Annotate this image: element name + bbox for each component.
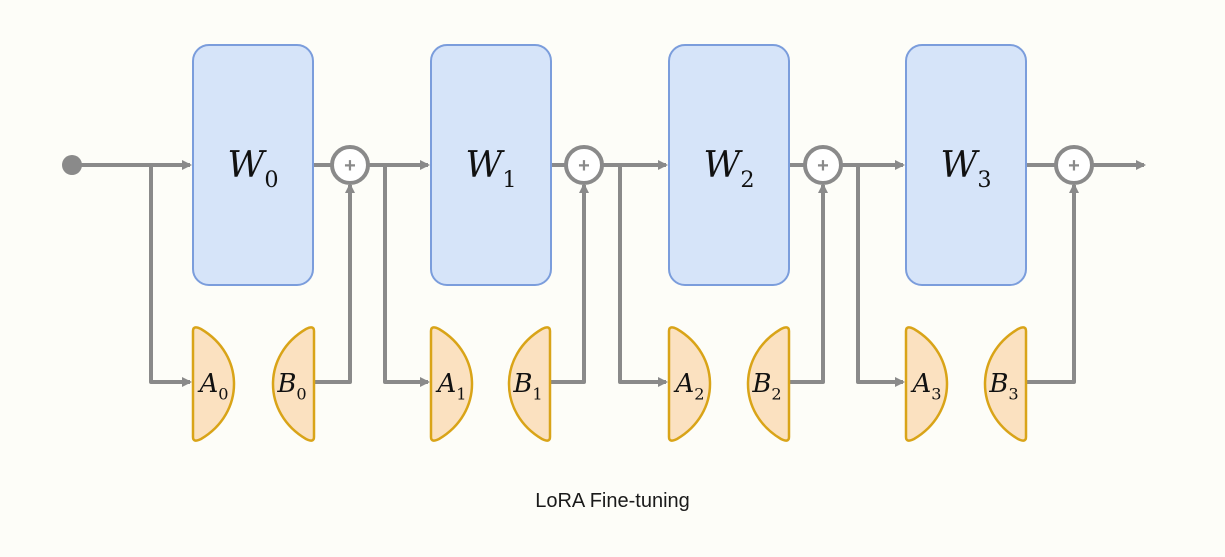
weight-block <box>430 44 552 286</box>
adapter-a <box>904 326 949 442</box>
diagram-caption: LoRA Fine-tuning <box>535 490 690 512</box>
branch-to-adapter-a <box>856 165 905 387</box>
adapter-b-to-sum <box>314 183 355 384</box>
adapter-a-label: A3 <box>910 369 941 403</box>
weight-label: W2 <box>703 145 754 193</box>
adapter-b <box>983 326 1028 442</box>
weight-label: W3 <box>940 145 991 193</box>
branch-to-adapter-a <box>618 165 668 387</box>
adapter-b-label: B3 <box>988 369 1018 403</box>
connection-lines <box>72 160 1146 387</box>
adapter-a <box>429 326 474 442</box>
sum-symbol: + <box>1068 155 1080 177</box>
weight-block <box>668 44 790 286</box>
adapter-b-label: B0 <box>276 369 306 403</box>
adapter-b <box>271 326 316 442</box>
sum-node <box>1054 145 1094 185</box>
sum-node <box>330 145 370 185</box>
adapter-a-label: A2 <box>673 369 704 403</box>
sum-symbol: + <box>817 155 829 177</box>
weight-label: W1 <box>465 145 516 193</box>
input-node <box>62 155 82 175</box>
weight-label: W0 <box>227 145 278 193</box>
adapter-b-to-sum <box>1026 183 1079 384</box>
adapter-b <box>507 326 552 442</box>
adapter-a <box>191 326 236 442</box>
branch-to-adapter-a <box>149 165 192 387</box>
sum-node <box>564 145 604 185</box>
sum-symbol: + <box>578 155 590 177</box>
adapter-b-to-sum <box>550 183 589 384</box>
sum-node <box>803 145 843 185</box>
adapter-b-label: B2 <box>751 369 781 403</box>
adapter-a-label: A1 <box>435 369 466 403</box>
branch-to-adapter-a <box>383 165 430 387</box>
adapter-a <box>667 326 712 442</box>
adapter-a-label: A0 <box>197 369 228 403</box>
diagram-labels: W0 + A0 B0 W1 + A1 B1 W2 + A2 B2 W3 + A3 B3 <box>197 145 1079 403</box>
adapter-b <box>746 326 791 442</box>
diagram-shapes <box>62 44 1094 442</box>
weight-block <box>905 44 1027 286</box>
weight-block <box>192 44 314 286</box>
sum-symbol: + <box>344 155 356 177</box>
adapter-b-to-sum <box>789 183 828 384</box>
adapter-b-label: B1 <box>512 369 542 403</box>
